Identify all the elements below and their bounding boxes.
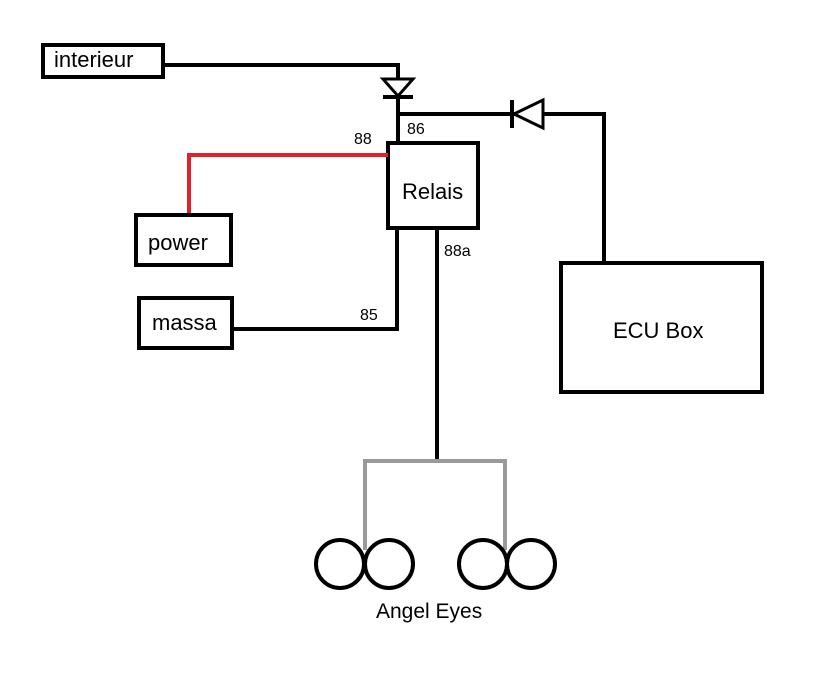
pin-88-label: 88 xyxy=(354,131,372,148)
interieur-box xyxy=(41,43,165,79)
power-box xyxy=(134,213,233,267)
wire-interieur xyxy=(163,63,400,80)
pin-85-label: 85 xyxy=(360,307,378,324)
wire-angel-eyes-split xyxy=(363,459,507,550)
angel-eye-ring-icon xyxy=(457,538,557,590)
wire-power-red xyxy=(187,153,388,215)
massa-label: massa xyxy=(152,310,218,335)
diode-icon xyxy=(510,97,545,131)
power-label: power xyxy=(148,230,208,255)
diode-icon xyxy=(379,77,417,99)
relais-label: Relais xyxy=(402,179,463,204)
angel-eyes-label: Angel Eyes xyxy=(376,600,482,623)
wire-massa-85 xyxy=(232,228,399,331)
massa-box xyxy=(137,296,234,350)
ecu-box xyxy=(559,261,764,394)
pin-88a-label: 88a xyxy=(444,243,471,260)
pin-86-label: 86 xyxy=(407,121,425,138)
relais-box xyxy=(386,141,480,230)
angel-eye-ring-icon xyxy=(314,538,415,590)
ecu-label: ECU Box xyxy=(613,318,703,343)
interieur-label: interieur xyxy=(54,47,133,72)
